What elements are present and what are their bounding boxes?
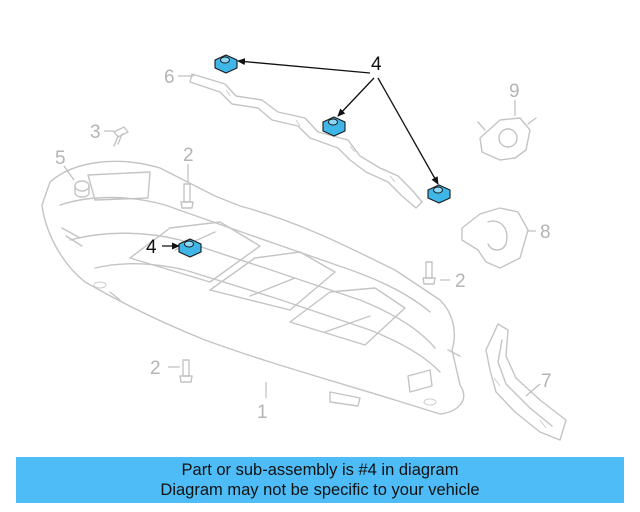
info-banner: Part or sub-assembly is #4 in diagram Di… [16, 457, 624, 503]
banner-line-part: Part or sub-assembly is #4 in diagram [181, 461, 459, 479]
callout-2-bottom: 2 [150, 358, 161, 379]
underbody-shield [41, 160, 465, 415]
callout-2-top: 2 [183, 145, 194, 166]
bracket-part-9 [477, 117, 537, 161]
bracket-bar [189, 73, 423, 209]
clip-part-5 [74, 180, 90, 198]
callout-6: 6 [164, 67, 175, 88]
nut-part-4-top [214, 54, 238, 74]
callout-8: 8 [540, 222, 551, 243]
bolt-part-2-right [422, 261, 436, 285]
callout-2-right: 2 [455, 271, 466, 292]
banner-line-disclaimer: Diagram may not be specific to your vehi… [160, 481, 480, 499]
callout-3: 3 [90, 122, 101, 143]
bolt-part-2-bottom [179, 359, 193, 383]
bolt-part-3 [113, 126, 129, 147]
callout-1: 1 [257, 402, 268, 423]
faded-leaders [63, 75, 541, 398]
callout-7: 7 [541, 371, 552, 392]
nut-part-4-left [178, 238, 202, 258]
nut-part-4-right [427, 184, 451, 204]
nut-part-4-middle [322, 116, 346, 137]
callout-labels: 4 4 6 3 5 2 9 8 2 2 7 1 [55, 54, 552, 423]
bolt-part-2-top [180, 183, 194, 209]
callout-4-top: 4 [371, 54, 382, 75]
parts-diagram: 4 4 6 3 5 2 9 8 2 2 7 1 [41, 54, 567, 441]
callout-4-left: 4 [146, 237, 157, 258]
side-deflector-part-7 [485, 323, 567, 441]
part-4-leaders [162, 58, 439, 250]
callout-5: 5 [55, 148, 66, 169]
bracket-part-8 [461, 207, 529, 269]
callout-9: 9 [509, 81, 520, 102]
